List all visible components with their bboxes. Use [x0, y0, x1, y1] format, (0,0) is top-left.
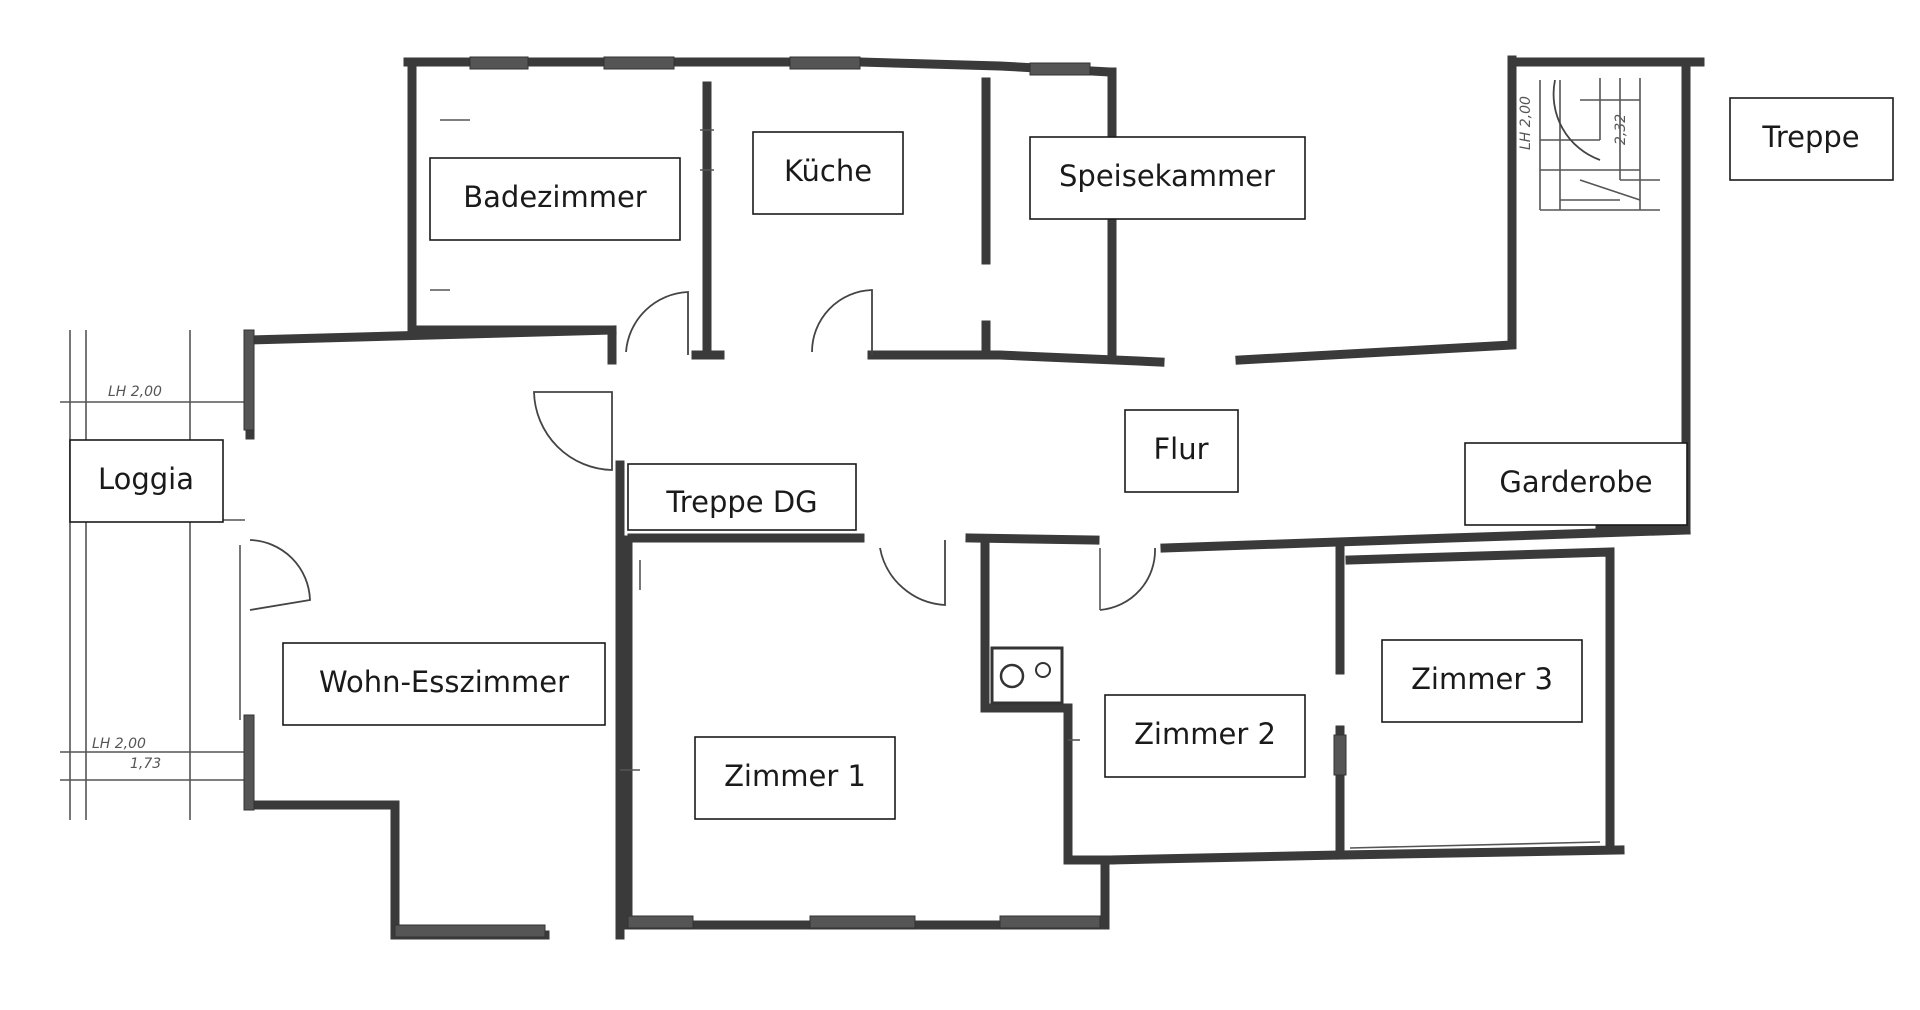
room-label-loggia: Loggia — [98, 462, 194, 496]
zimmer3-walls — [1333, 543, 1625, 860]
loggia-dimension: 1,73 — [130, 756, 161, 772]
window-loggia-top — [243, 329, 255, 431]
label-flur: Flur — [1124, 409, 1239, 493]
room-label-zimmer2: Zimmer 2 — [1134, 717, 1276, 751]
stair-dimension: 2,32 — [1613, 114, 1629, 145]
room-label-kueche: Küche — [784, 154, 872, 188]
wohn-esszimmer-walls — [239, 325, 625, 940]
room-label-zimmer3: Zimmer 3 — [1411, 662, 1553, 696]
zimmer1-walls — [620, 535, 1110, 930]
upper-rooms-walls — [403, 56, 1165, 367]
window-speisekammer — [1029, 62, 1091, 76]
upper-doors — [533, 289, 873, 471]
window-z1-a — [627, 915, 694, 929]
window-bad — [469, 56, 529, 70]
room-label-flur: Flur — [1153, 432, 1208, 466]
zimmer2-walls — [980, 535, 1345, 865]
window-z1-b — [809, 915, 916, 929]
stove-burner-icon — [999, 663, 1025, 689]
room-label-speisekammer: Speisekammer — [1059, 159, 1275, 193]
label-speisekammer: Speisekammer — [1029, 136, 1306, 220]
label-badezimmer: Badezimmer — [429, 157, 681, 241]
room-label-treppe: Treppe — [1761, 120, 1859, 154]
room-label-badezimmer: Badezimmer — [463, 180, 647, 214]
label-wohn-esszimmer: Wohn-Esszimmer — [282, 642, 606, 726]
label-treppe-dg: Treppe DG — [627, 463, 857, 531]
stair-lh: LH 2,00 — [1518, 96, 1534, 150]
loggia-lh-top: LH 2,00 — [108, 384, 162, 400]
window-z1-c — [999, 915, 1101, 929]
room-label-treppe-dg: Treppe DG — [665, 485, 817, 519]
window-loggia-bottom — [243, 714, 255, 811]
label-loggia: Loggia — [69, 439, 224, 523]
stove-icon — [990, 646, 1064, 705]
label-zimmer2: Zimmer 2 — [1104, 694, 1306, 778]
label-treppe: Treppe — [1729, 97, 1894, 181]
window-z3 — [1333, 734, 1347, 776]
window-bad-2 — [603, 56, 675, 70]
stove-burner-small-icon — [1035, 662, 1051, 678]
flur-walls — [615, 460, 1691, 611]
room-label-zimmer1: Zimmer 1 — [724, 759, 866, 793]
loggia-lh-bottom: LH 2,00 — [92, 736, 146, 752]
room-label-garderobe: Garderobe — [1499, 465, 1652, 499]
room-label-wohn-esszimmer: Wohn-Esszimmer — [319, 665, 569, 699]
window-kueche — [789, 56, 861, 70]
label-kueche: Küche — [752, 131, 904, 215]
label-garderobe: Garderobe — [1464, 442, 1688, 526]
label-zimmer1: Zimmer 1 — [694, 736, 896, 820]
window-wohn — [394, 924, 546, 938]
label-zimmer3: Zimmer 3 — [1381, 639, 1583, 723]
loggia-outline: LH 2,00 LH 2,00 1,73 — [60, 330, 245, 820]
